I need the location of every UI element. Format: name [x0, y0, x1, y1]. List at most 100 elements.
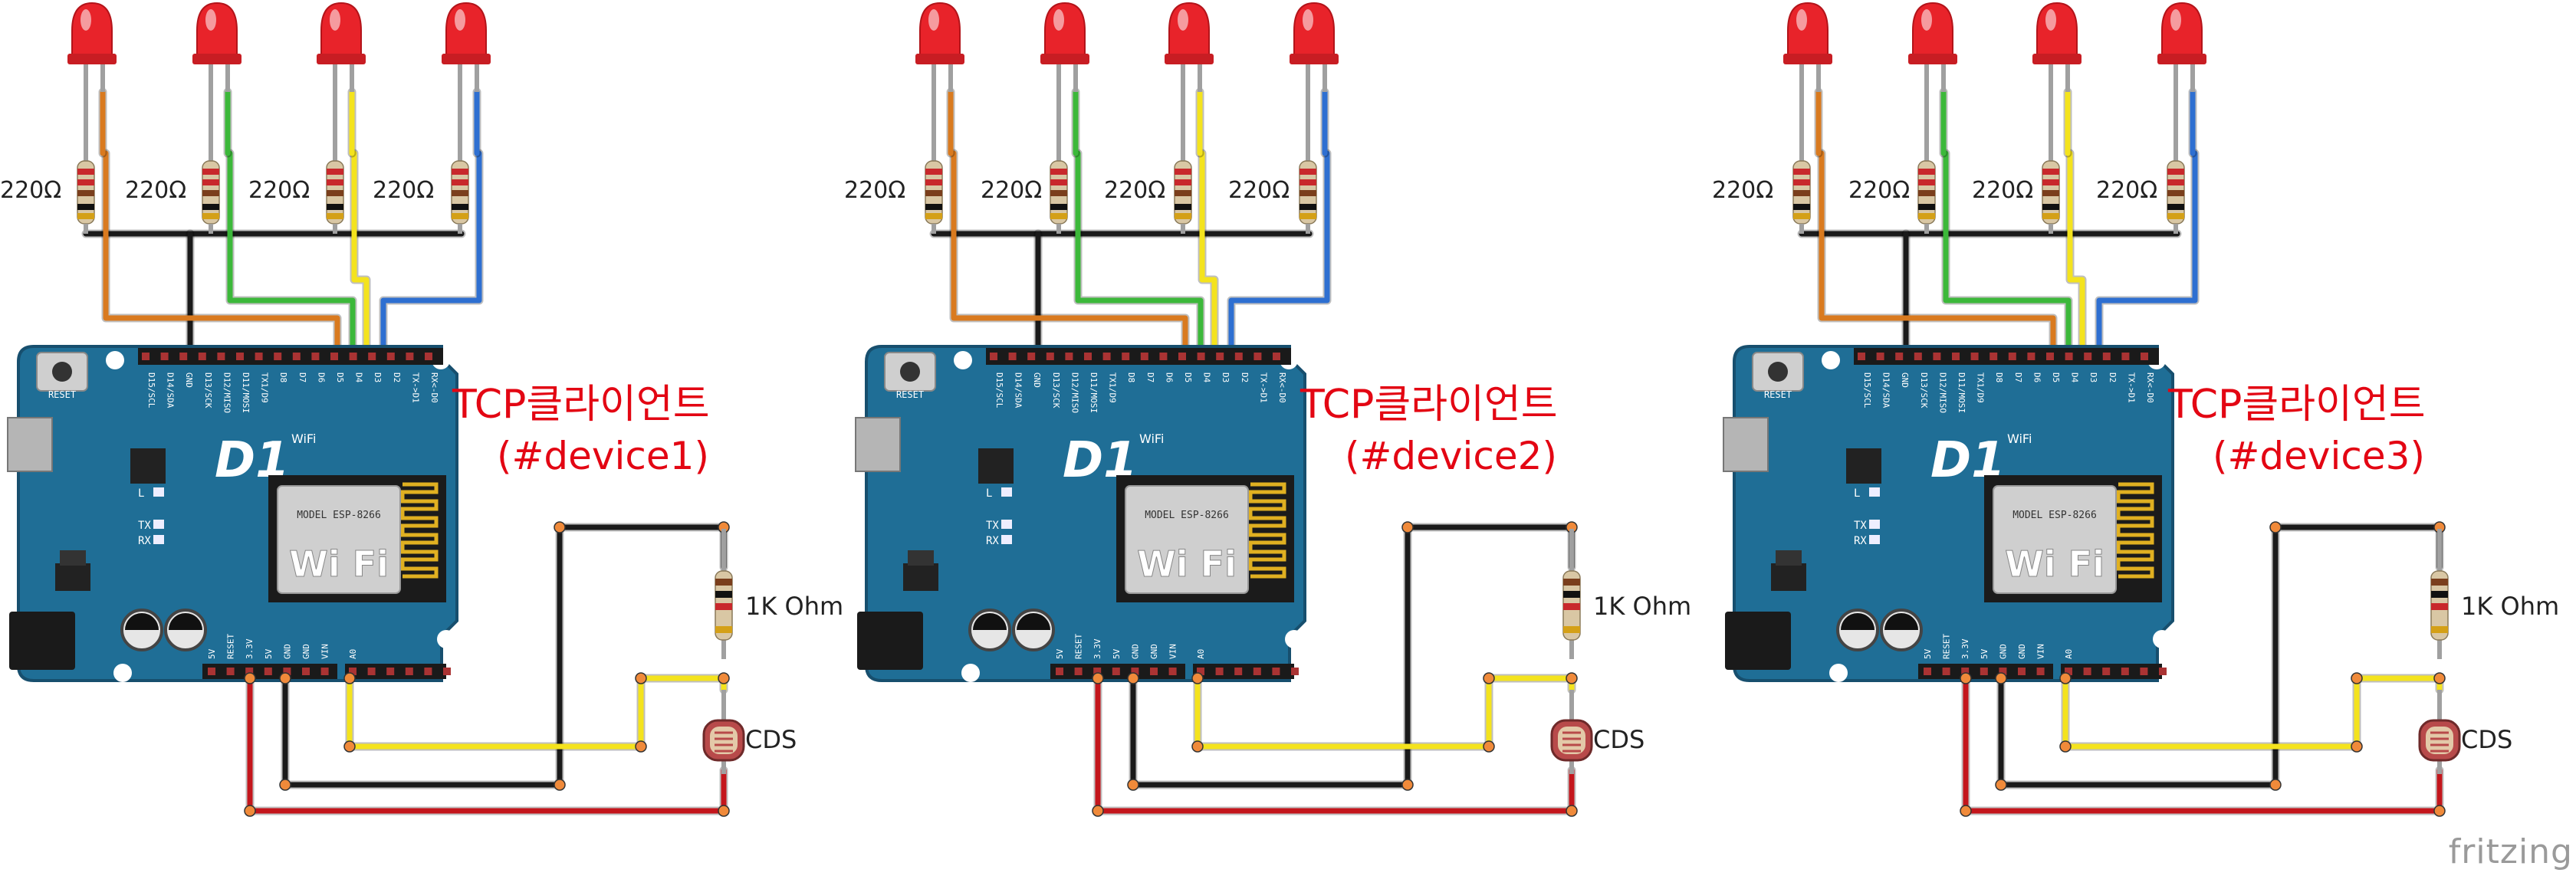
wire-joint: [2433, 672, 2446, 684]
bottom-pin-label: GND: [1149, 644, 1159, 659]
yellow-wire: [2067, 150, 2085, 357]
resistor-band: [202, 204, 219, 210]
header-pin: [217, 353, 225, 360]
bottom-pin-label: GND: [282, 644, 292, 659]
green-wire: [1075, 150, 1204, 357]
wire-joint: [279, 779, 291, 791]
header-pin: [283, 668, 291, 675]
board-led-label: TX: [138, 520, 151, 532]
header-pin: [386, 353, 395, 360]
header-pin: [1961, 668, 1970, 675]
resistor-band: [1918, 213, 1935, 219]
header-pin: [198, 353, 206, 360]
resistor-band: [1793, 213, 1810, 219]
header-pin: [1234, 353, 1243, 360]
esp-wifi-label: Wi Fi: [289, 543, 389, 585]
header-pin: [179, 353, 188, 360]
led-bulb: [1044, 2, 1086, 57]
led-highlight: [1303, 9, 1313, 31]
orange-wire: [103, 150, 340, 357]
led: [1908, 2, 1957, 234]
board-led: [153, 487, 164, 497]
led: [1290, 2, 1339, 234]
cds-label: CDS: [1593, 725, 1644, 754]
sensor-wires: [244, 521, 730, 817]
header-pin: [2140, 668, 2148, 675]
resistor-band: [202, 169, 219, 175]
header-pin: [367, 668, 376, 675]
top-pin-label: D13/SCK: [1919, 372, 1929, 408]
resistor-band: [1050, 169, 1067, 175]
resistor-band: [1563, 579, 1580, 586]
header-pin: [2141, 353, 2148, 360]
header-pin: [1074, 668, 1083, 675]
resistor-band: [1300, 179, 1316, 185]
resistor-band: [1918, 179, 1935, 185]
header-pin: [424, 668, 432, 675]
vcc-red-wire: [1963, 675, 2443, 814]
board-led: [153, 535, 164, 544]
top-pin-label: D3: [373, 372, 383, 382]
a0-yellow-wire-shadow: [1193, 674, 1576, 751]
resistor-band: [2167, 169, 2184, 175]
led-highlight: [205, 9, 216, 31]
header-pin: [2083, 668, 2091, 675]
top-pin-label: D8: [1994, 372, 2004, 382]
header-pin: [1215, 668, 1224, 675]
wire-joint: [1995, 779, 2007, 791]
usb-chip: [978, 448, 1014, 484]
top-pin-label: TX->D1: [2126, 372, 2136, 403]
esp-wifi-label: Wi Fi: [1137, 543, 1237, 585]
board-led-label: L: [1854, 487, 1860, 500]
mount-hole: [1829, 664, 1848, 682]
resistor-band: [1175, 204, 1191, 210]
top-pin-label: GND: [1032, 372, 1042, 388]
bottom-pin-label: A0: [1196, 649, 1206, 659]
top-pin-label: GND: [184, 372, 194, 388]
top-pin-label: D4: [2070, 372, 2080, 383]
header-pin: [1933, 353, 1941, 360]
header-pin: [1980, 668, 1988, 675]
top-pin-label: RX<-D0: [1277, 372, 1287, 403]
resistor-band: [77, 179, 94, 185]
resistor-band: [452, 204, 468, 210]
led-highlight: [1921, 9, 1932, 31]
esp-model-label: MODEL ESP-8266: [1145, 510, 1229, 521]
bottom-pin-label: 3.3V: [1960, 638, 1970, 659]
a0-yellow-wire-shadow: [2061, 674, 2444, 751]
resistor-band: [2042, 179, 2059, 185]
header-pin: [320, 668, 329, 675]
yellow-wire: [1199, 150, 1217, 357]
top-pin-label: D12/MISO: [1070, 372, 1079, 413]
bottom-pin-label: VIN: [320, 644, 330, 659]
bottom-pin-label: 5V: [264, 648, 274, 659]
top-pin-label: TX->D1: [410, 372, 420, 403]
board-led: [1001, 535, 1012, 544]
led-rim: [1908, 54, 1957, 64]
resistor-band: [1793, 204, 1810, 210]
reset-knob: [900, 362, 920, 382]
wire-joint: [718, 805, 730, 817]
header-pin: [425, 353, 432, 360]
led-highlight: [80, 9, 91, 31]
top-pin-label: RX<-D0: [429, 372, 439, 403]
header-pin: [1876, 353, 1884, 360]
wire-joint: [1127, 672, 1139, 684]
top-pin-label: TX1/D9: [1976, 372, 1986, 403]
resistor-band: [77, 213, 94, 219]
top-pin-label: D15/SCL: [994, 372, 1004, 408]
header-pin: [1112, 668, 1120, 675]
mount-hole: [961, 664, 980, 682]
orange-wire: [951, 150, 1188, 357]
resistor-band: [452, 190, 468, 196]
resistor-band: [327, 204, 343, 210]
header-pin: [2121, 353, 2130, 360]
ldr-resistor-label: 1K Ohm: [1593, 592, 1691, 621]
top-header: [138, 348, 443, 365]
wire-joint: [1191, 740, 1204, 753]
resistor-band: [1175, 179, 1191, 185]
wire-joint: [1401, 521, 1414, 533]
led-rim: [2157, 54, 2206, 64]
led-highlight: [1178, 9, 1188, 31]
top-pin-label: D5: [2051, 372, 2061, 382]
